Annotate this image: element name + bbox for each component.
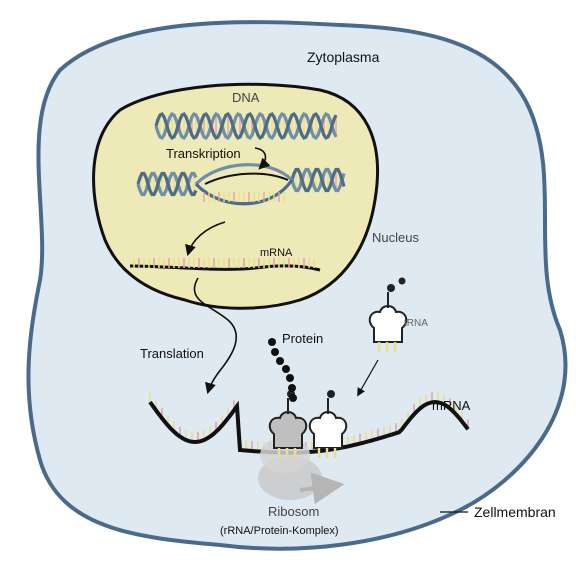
nucleus-label: Nucleus [372, 230, 419, 245]
nuclear-mrna-strand [129, 258, 321, 272]
dna-label: DNA [232, 90, 260, 105]
transcription-label: Transkription [166, 146, 241, 161]
translation-arrow [193, 277, 238, 395]
transcription-arrow [254, 147, 271, 170]
protein-label: Protein [282, 331, 323, 346]
dna-transcription-bubble [136, 163, 346, 206]
trna-in-ribosome-1 [268, 390, 308, 458]
cytoplasmic-mrna-strand [148, 392, 470, 455]
protein-chain-icon [268, 338, 297, 402]
trna-in-ribosome-2 [308, 390, 348, 458]
trna-approach-arrow [357, 359, 379, 397]
nuclear-mrna-label: mRNA [260, 247, 293, 259]
trna-label: tRNA [404, 318, 428, 329]
cell-membrane-label: Zellmembran [474, 504, 556, 520]
ribosome-detail-label: (rRNA/Protein-Komplex) [220, 525, 339, 537]
nucleus-to-mrna-arrow [185, 221, 226, 257]
cytoplasmic-mrna-label: mRNA [432, 398, 471, 413]
ribosome-label: Ribosom [268, 504, 319, 519]
trna-free [368, 277, 408, 352]
dna-helix-icon [154, 112, 338, 140]
translation-label: Translation [140, 346, 204, 361]
nucleus [92, 82, 380, 310]
cytoplasm-label: Zytoplasma [307, 49, 380, 65]
